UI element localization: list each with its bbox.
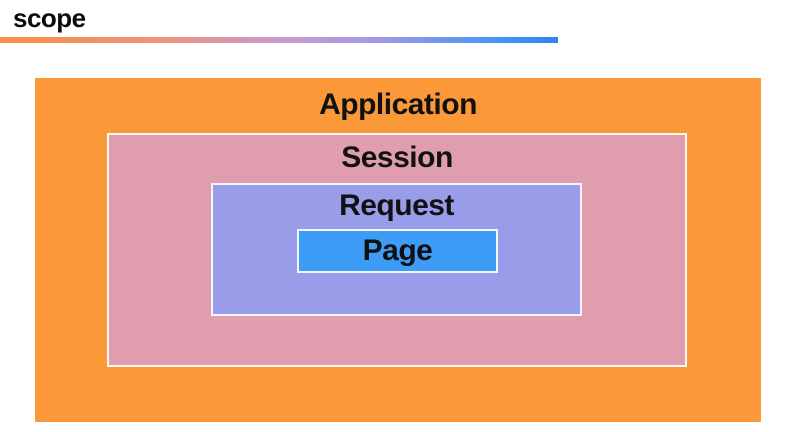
session-scope-box: Session [107,133,687,367]
page-scope-label: Page [362,234,433,267]
page-title: scope [13,3,86,33]
title-underline-gradient-bar [0,37,558,43]
session-scope-label: Session [341,141,453,174]
request-scope-label: Request [339,189,454,222]
page-scope-box: Page [297,229,498,273]
application-scope-label: Application [319,88,477,121]
